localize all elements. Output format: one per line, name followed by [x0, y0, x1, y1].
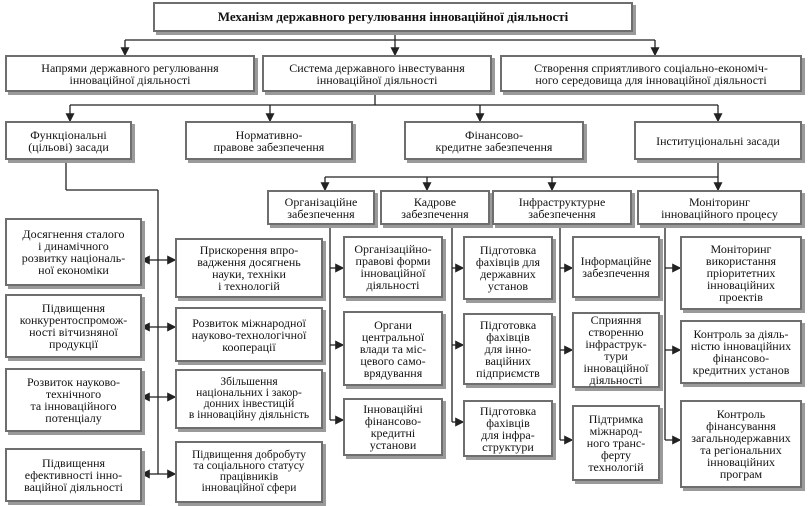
- box-regulation-directions: Напрями державного регулювання інновацій…: [5, 55, 255, 92]
- box-information-support: Інформаційне забезпечення: [572, 236, 660, 298]
- box-investment-system: Система державного інвестування інноваці…: [262, 55, 492, 92]
- box-infrastructure-support: Інфраструктурне забезпечення: [492, 190, 632, 225]
- box-innovation-monitoring: Моніторинг інноваційного процесу: [637, 190, 802, 225]
- box-financial-credit: Фінансово- кредитне забезпечення: [404, 121, 584, 160]
- box-control-program-financing: Контроль фінансування загальнодержавних …: [680, 400, 802, 488]
- box-org-credit-institutions: Інноваційні фінансово- кредитні установи: [343, 398, 443, 456]
- box-organizational-support: Організаційне забезпечення: [267, 190, 375, 225]
- box-control-credit-institutions: Контроль за діяль- ністю інноваційних фі…: [680, 320, 802, 384]
- box-favorable-environment: Створення сприятливого соціально-економі…: [500, 55, 802, 92]
- box-personnel-support: Кадрове забезпечення: [380, 190, 490, 225]
- box-goal-efficiency: Підвищення ефективності інно- ваційної д…: [5, 448, 142, 502]
- box-training-innovative-enterprises: Підготовка фахівців для інно- ваційних п…: [463, 313, 553, 385]
- box-goal-competitiveness: Підвищення конкурентоспромож- ності вітч…: [5, 294, 142, 358]
- box-task-worker-welfare: Підвищення добробуту та соціального стат…: [175, 441, 323, 503]
- box-org-legal-forms: Організаційно- правові форми інноваційно…: [343, 236, 443, 298]
- box-training-state-institutions: Підготовка фахівців для державних устано…: [463, 236, 553, 300]
- box-task-international-cooperation: Розвиток міжнародної науково-технологічн…: [175, 307, 323, 362]
- box-task-accelerate-implementation: Прискорення впро- вадження досягнень нау…: [175, 238, 323, 298]
- box-monitoring-priority-projects: Моніторинг використання пріоритетних інн…: [680, 236, 802, 310]
- box-functional-principles: Функціональні (цільові) засади: [5, 121, 132, 160]
- box-goal-sustainable-development: Досягнення сталого і динамічного розвитк…: [5, 218, 142, 286]
- diagram-title: Механізм державного регулювання інноваці…: [153, 2, 633, 32]
- box-technology-transfer: Підтримка міжнарод- ного транс- ферту те…: [572, 405, 660, 481]
- box-goal-innovation-potential: Розвиток науково- технічного та інноваці…: [5, 368, 142, 432]
- box-training-infrastructure: Підготовка фахівців для інфра- структури: [463, 400, 553, 457]
- box-institutional-principles: Інституціональні засади: [634, 121, 802, 160]
- box-normative-legal: Нормативно- правове забезпечення: [185, 121, 353, 160]
- box-task-increase-investment: Збільшення національних і закор- донних …: [175, 369, 323, 429]
- box-infrastructure-creation: Сприяння створенню інфраструк- тури інно…: [572, 312, 660, 388]
- box-org-government-bodies: Органи центральної влади та міс- цевого …: [343, 311, 443, 386]
